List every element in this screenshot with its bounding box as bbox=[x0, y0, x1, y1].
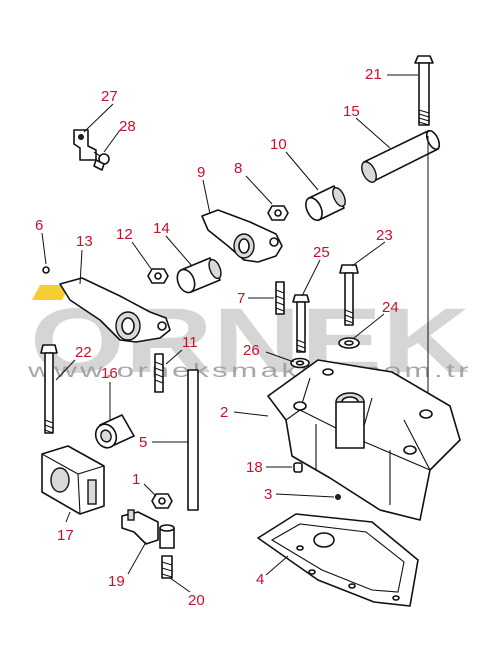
part-18-plug bbox=[293, 462, 303, 473]
part-5-push-rod bbox=[187, 369, 199, 511]
callout-8: 8 bbox=[234, 160, 242, 177]
part-13-rocker-arm bbox=[59, 277, 171, 343]
part-24-washer bbox=[338, 337, 360, 349]
callout-4: 4 bbox=[256, 571, 264, 588]
callout-15: 15 bbox=[343, 103, 360, 120]
callout-11: 11 bbox=[182, 334, 198, 351]
callout-16: 16 bbox=[101, 365, 118, 382]
part-10-bushing bbox=[305, 185, 346, 222]
callout-9: 9 bbox=[197, 164, 205, 181]
part-26-washer bbox=[290, 357, 310, 369]
callout-21: 21 bbox=[365, 66, 382, 83]
part-19-lever bbox=[121, 509, 159, 545]
part-7-stud bbox=[275, 281, 285, 315]
part-6-pin bbox=[42, 266, 50, 274]
watermark-logo-mark bbox=[32, 285, 70, 300]
callout-22: 22 bbox=[75, 344, 92, 361]
part-8-nut bbox=[267, 205, 289, 221]
callout-2: 2 bbox=[220, 404, 228, 421]
part-9-rocker-arm bbox=[201, 209, 283, 263]
part-16-roller bbox=[94, 414, 135, 449]
part-27-bracket bbox=[73, 129, 97, 161]
part-25-bolt bbox=[292, 294, 310, 353]
callout-24: 24 bbox=[382, 299, 399, 316]
part-21-bolt bbox=[414, 55, 434, 126]
leader-lines bbox=[41, 74, 418, 593]
callout-13: 13 bbox=[76, 233, 93, 250]
part-15-shaft bbox=[361, 129, 441, 400]
callout-18: 18 bbox=[246, 459, 263, 476]
callout-12: 12 bbox=[116, 226, 133, 243]
part-11-stud bbox=[154, 353, 164, 393]
part-2-housing bbox=[267, 359, 461, 521]
part-12-nut bbox=[147, 268, 169, 284]
callout-24-25-a: 25 bbox=[313, 244, 330, 261]
callout-20: 20 bbox=[188, 592, 205, 609]
part-14-bushing bbox=[176, 257, 222, 294]
part-22-bolt bbox=[40, 344, 58, 434]
callout-labels: 1 2 3 4 5 6 7 8 9 10 11 12 13 14 15 16 1… bbox=[35, 66, 399, 609]
part-28-screw bbox=[93, 151, 110, 171]
callout-26: 26 bbox=[243, 342, 260, 359]
callout-6: 6 bbox=[35, 217, 43, 234]
callout-28: 28 bbox=[119, 118, 136, 135]
callout-7: 7 bbox=[237, 290, 245, 307]
callout-17: 17 bbox=[57, 527, 74, 544]
part-1-nut bbox=[151, 493, 173, 509]
part-17-block bbox=[41, 445, 105, 515]
part-20-spacer bbox=[159, 524, 175, 579]
part-23-bolt bbox=[339, 264, 359, 326]
callout-19: 19 bbox=[108, 573, 125, 590]
callout-27: 27 bbox=[101, 88, 118, 105]
callout-10: 10 bbox=[270, 136, 287, 153]
callout-14: 14 bbox=[153, 220, 170, 237]
callout-1: 1 bbox=[132, 471, 140, 488]
callout-23: 23 bbox=[376, 227, 393, 244]
callout-5: 5 bbox=[139, 434, 147, 451]
callout-3: 3 bbox=[264, 486, 272, 503]
part-3-pin bbox=[335, 494, 341, 500]
part-4-gasket bbox=[257, 513, 419, 607]
